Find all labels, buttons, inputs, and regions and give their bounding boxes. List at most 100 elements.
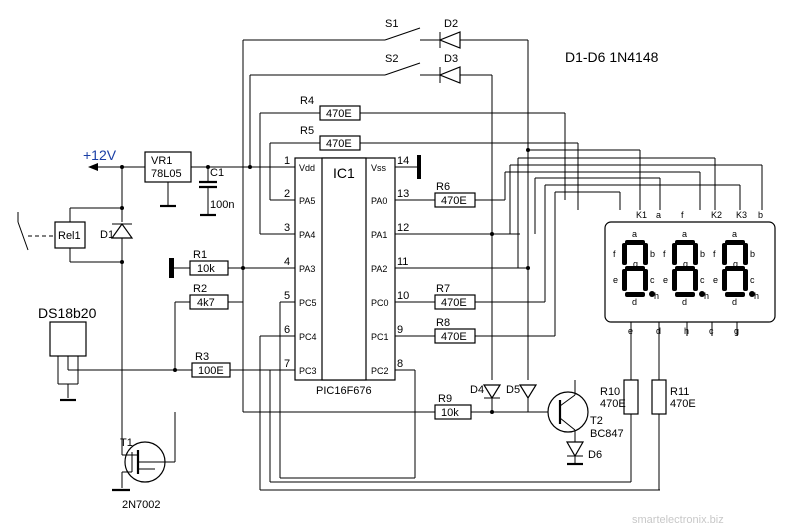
digit-2-label-g: g xyxy=(733,259,738,269)
pin-8-name: PC2 xyxy=(371,366,389,376)
display-top-pin-1: a xyxy=(656,210,661,220)
display-top-pin-0: K1 xyxy=(636,210,647,220)
d4-diode xyxy=(482,384,502,400)
digit-2-label-e: e xyxy=(713,275,718,285)
sensor-body xyxy=(49,321,87,357)
digit-2-dp xyxy=(749,291,755,297)
digit-1-dp xyxy=(699,291,705,297)
d1-label: D1 xyxy=(100,229,114,241)
d4-label: D4 xyxy=(470,384,484,396)
r9-ref: R9 xyxy=(438,393,452,405)
ic1-center xyxy=(321,157,367,381)
digit-2-label-f: f xyxy=(713,249,716,259)
pin-13-name: PA0 xyxy=(371,196,387,206)
r11-ref: R11 xyxy=(670,386,689,398)
d5-diode xyxy=(518,384,538,400)
digit-0-label-c: c xyxy=(650,275,655,285)
digit-1-label-a: a xyxy=(682,229,687,239)
relay-coil xyxy=(54,221,86,249)
r3-value: 100E xyxy=(198,365,224,377)
digit-2-segment-0 xyxy=(725,240,745,245)
c1-ref: C1 xyxy=(210,167,224,179)
digit-2-segment-4 xyxy=(722,269,727,291)
display-top-pin-2: f xyxy=(681,210,684,220)
digit-1-label-b: b xyxy=(700,249,705,259)
pin-6-num: 6 xyxy=(284,324,290,336)
digit-1-segment-2 xyxy=(693,243,698,265)
pin-7-name: PC3 xyxy=(299,366,317,376)
digit-0-label-b: b xyxy=(650,249,655,259)
digit-1-segment-0 xyxy=(675,240,695,245)
digit-2-segment-5 xyxy=(743,269,748,291)
digit-0-segment-6 xyxy=(625,292,645,297)
digit-1-label-c: c xyxy=(700,275,705,285)
digit-2-label-d: d xyxy=(732,297,737,307)
s2-label: S2 xyxy=(385,53,398,65)
r2-ref: R2 xyxy=(193,283,207,295)
pin-5-name: PC5 xyxy=(299,298,317,308)
r7-value: 470E xyxy=(441,297,467,309)
digit-2-segment-6 xyxy=(725,292,745,297)
pin-14-num: 14 xyxy=(397,155,409,167)
r5-value: 470E xyxy=(326,138,352,150)
pin-6-name: PC4 xyxy=(299,332,317,342)
pin-7-num: 7 xyxy=(284,358,290,370)
pin-14-name: Vss xyxy=(371,163,387,173)
pin-12-num: 12 xyxy=(397,222,409,234)
r1-ref: R1 xyxy=(193,249,207,261)
pin-3-name: PA4 xyxy=(299,230,315,240)
relay-label: Rel1 xyxy=(58,230,81,242)
seven-seg-display xyxy=(604,221,776,323)
r7-ref: R7 xyxy=(436,283,450,295)
digit-2-segment-3 xyxy=(725,266,745,271)
r6-value: 470E xyxy=(441,195,467,207)
pin-1-num: 1 xyxy=(284,155,290,167)
pin-11-name: PA2 xyxy=(371,264,387,274)
s1-label: S1 xyxy=(385,18,398,30)
t2-transistor xyxy=(547,391,589,433)
t2-ref: T2 xyxy=(590,415,603,427)
digit-0-label-d: d xyxy=(632,297,637,307)
digit-2-label-b: b xyxy=(750,249,755,259)
r11-body xyxy=(651,379,667,415)
pin-1-name: Vdd xyxy=(299,163,315,173)
digit-0-segment-3 xyxy=(625,266,645,271)
d6-diode xyxy=(565,441,585,458)
digit-0-label-h: h xyxy=(654,291,659,301)
pin-5-num: 5 xyxy=(284,290,290,302)
ic1-part: PIC16F676 xyxy=(316,385,372,397)
t1-part: 2N7002 xyxy=(122,499,161,511)
pin-10-num: 10 xyxy=(397,290,409,302)
pin-3-num: 3 xyxy=(284,222,290,234)
digit-0-label-f: f xyxy=(613,249,616,259)
r10-body xyxy=(623,379,639,415)
digit-1-label-h: h xyxy=(704,291,709,301)
pin-8-num: 8 xyxy=(397,358,403,370)
r8-value: 470E xyxy=(441,331,467,343)
d2-diode xyxy=(438,31,461,49)
digit-2-segment-1 xyxy=(722,243,727,265)
display-bottom-pin-3: c xyxy=(709,326,714,336)
display-top-pin-5: b xyxy=(758,210,763,220)
pin-2-num: 2 xyxy=(284,188,290,200)
pin-2-name: PA5 xyxy=(299,196,315,206)
pin-12-name: PA1 xyxy=(371,230,387,240)
r1-body xyxy=(189,260,229,276)
pin-11-num: 11 xyxy=(397,256,408,268)
digit-0-segment-0 xyxy=(625,240,645,245)
vss-ground-bar xyxy=(417,155,421,179)
display-bottom-pin-4: g xyxy=(734,326,739,336)
ic1-name: IC1 xyxy=(333,165,355,181)
digit-2-label-c: c xyxy=(750,275,755,285)
vr1-part: 78L05 xyxy=(151,168,182,180)
c1-value: 100n xyxy=(210,199,234,211)
digit-1-label-e: e xyxy=(663,275,668,285)
supply-label: +12V xyxy=(83,147,117,163)
d5-label: D5 xyxy=(506,384,520,396)
digit-0-label-a: a xyxy=(632,229,637,239)
d2-label: D2 xyxy=(444,18,458,30)
digit-2-label-a: a xyxy=(732,229,737,239)
supply-arrow xyxy=(88,163,98,171)
r1-value: 10k xyxy=(197,263,215,275)
